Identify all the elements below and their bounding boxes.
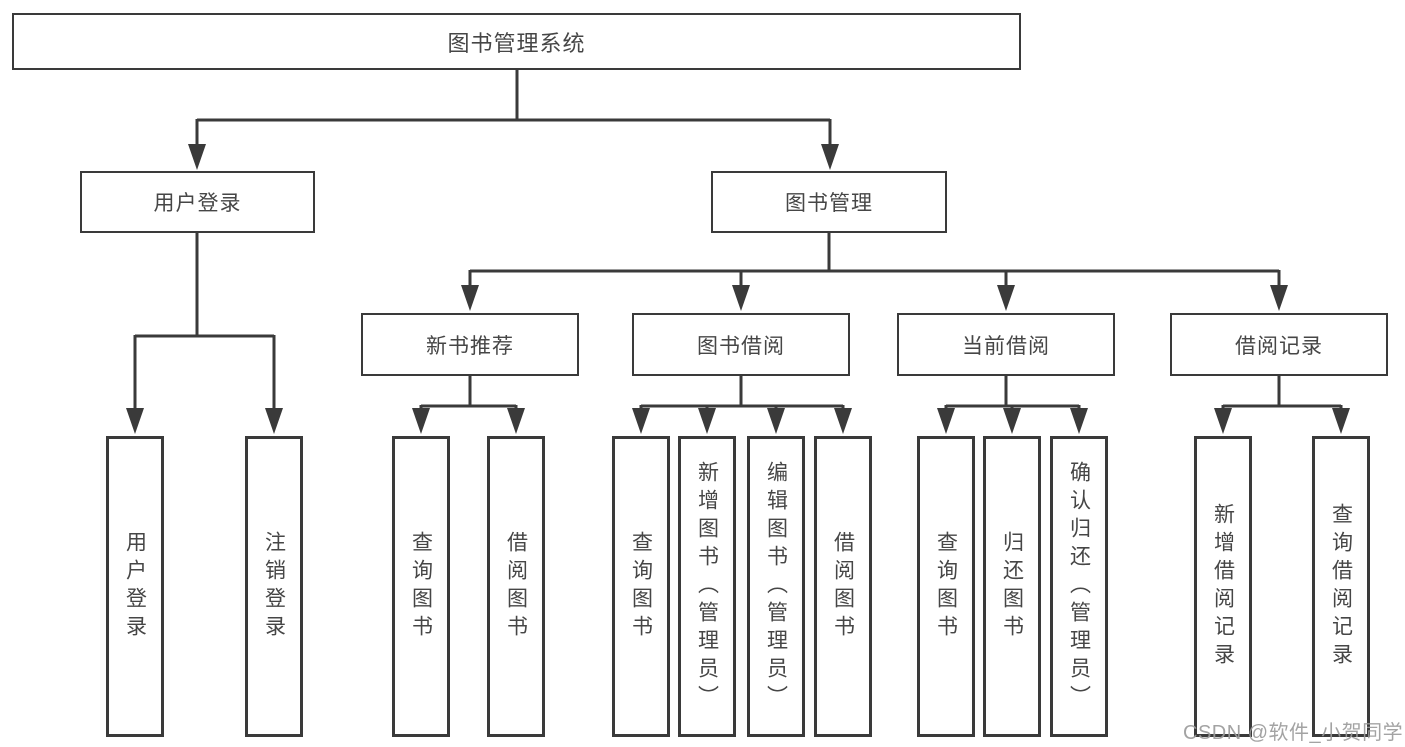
leaf-query-borrow-record: 查询借阅记录	[1312, 436, 1370, 737]
leaf-return-books: 归还图书	[983, 436, 1041, 737]
node-label: 查询借阅记录	[1329, 502, 1353, 671]
leaf-confirm-return-admin: 确认归还（管理员）	[1050, 436, 1108, 737]
node-label: 注销登录	[262, 530, 286, 643]
node-label: 借阅记录	[1235, 334, 1323, 358]
node-label: 图书借阅	[697, 334, 785, 358]
node-label: 归还图书	[1000, 530, 1024, 643]
node-label: 图书管理系统	[447, 30, 586, 56]
node-book-management: 图书管理	[711, 171, 947, 233]
leaf-user-login: 用户登录	[106, 436, 164, 737]
node-root-library-system: 图书管理系统	[12, 13, 1021, 70]
node-label: 新增借阅记录	[1211, 502, 1235, 671]
node-label: 借阅图书	[504, 530, 528, 643]
node-label: 查询图书	[934, 530, 958, 643]
leaf-add-books-admin: 新增图书（管理员）	[678, 436, 736, 737]
leaf-query-books-3: 查询图书	[917, 436, 975, 737]
node-label: 图书管理	[785, 192, 873, 215]
node-label: 查询图书	[629, 530, 653, 643]
node-label: 当前借阅	[962, 334, 1050, 358]
node-label: 借阅图书	[831, 530, 855, 643]
csdn-watermark: CSDN @软件_小贺同学	[1183, 722, 1404, 744]
leaf-query-books-1: 查询图书	[392, 436, 450, 737]
leaf-add-borrow-record: 新增借阅记录	[1194, 436, 1252, 737]
node-label: 新书推荐	[426, 334, 514, 358]
node-book-borrow: 图书借阅	[632, 313, 850, 376]
node-label: 用户登录	[153, 192, 242, 215]
arrowhead-icons	[126, 144, 1350, 434]
leaf-query-books-2: 查询图书	[612, 436, 670, 737]
node-new-book-recommend: 新书推荐	[361, 313, 579, 376]
node-borrow-records: 借阅记录	[1170, 313, 1388, 376]
node-label: 用户登录	[123, 530, 147, 643]
leaf-borrow-books-1: 借阅图书	[487, 436, 545, 737]
leaf-logout: 注销登录	[245, 436, 303, 737]
leaf-borrow-books-2: 借阅图书	[814, 436, 872, 737]
node-label: 编辑图书（管理员）	[764, 460, 788, 713]
node-label: 查询图书	[409, 530, 433, 643]
node-label: 新增图书（管理员）	[695, 460, 719, 713]
node-current-borrow: 当前借阅	[897, 313, 1115, 376]
node-label: 确认归还（管理员）	[1067, 460, 1091, 713]
leaf-edit-books-admin: 编辑图书（管理员）	[747, 436, 805, 737]
node-user-login: 用户登录	[80, 171, 315, 233]
